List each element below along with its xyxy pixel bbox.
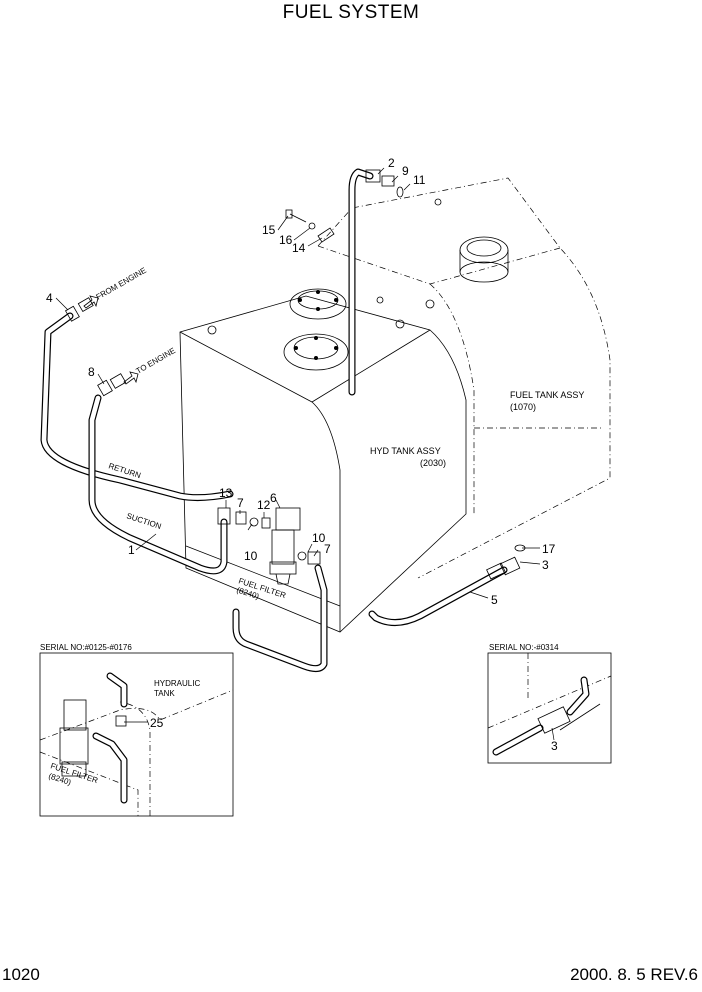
callout-7b: 7 (324, 542, 331, 556)
callout-2: 2 (388, 156, 395, 170)
inset-left-serial: SERIAL NO:#0125-#0176 (40, 643, 132, 652)
from-engine-arrow (83, 295, 99, 309)
callout-11: 11 (413, 173, 426, 187)
page-title: FUEL SYSTEM (282, 2, 420, 23)
fuel-tank-outline (317, 177, 611, 579)
fuel-filler-cap (459, 236, 509, 283)
vent-hose (348, 168, 374, 396)
callout-5: 5 (491, 593, 498, 607)
callout-16: 16 (279, 233, 293, 247)
inset-right-serial: SERIAL NO:-#0314 (489, 643, 559, 652)
callout-10a: 10 (244, 549, 258, 563)
callout-1: 1 (128, 543, 135, 557)
callout-14: 14 (292, 241, 306, 255)
to-engine-arrow (123, 371, 139, 385)
inset-right-callout-3: 3 (551, 739, 558, 753)
hyd-tank-label: HYD TANK ASSY (370, 446, 441, 456)
fuel-tank-label: FUEL TANK ASSY (510, 390, 584, 400)
page-number: 1020 (2, 965, 40, 984)
fitting-8 (97, 373, 127, 397)
callout-9: 9 (402, 164, 409, 178)
inset-left (39, 652, 234, 817)
revision-date: 2000. 8. 5 REV.6 (570, 965, 698, 984)
inset-left-tank-1: HYDRAULIC (154, 679, 200, 688)
inset-left-tank-2: TANK (154, 689, 175, 698)
filter-hose (232, 564, 328, 673)
callout-13: 13 (219, 486, 233, 500)
suction-hose (88, 394, 228, 575)
fitting-4 (64, 297, 94, 322)
fuel-filter (269, 529, 297, 585)
callout-17: 17 (542, 542, 556, 556)
fuel-tank-hose (368, 566, 508, 626)
hyd-tank-ref: (2030) (420, 458, 446, 468)
fitting-10-7 (297, 551, 321, 565)
callout-3: 3 (542, 558, 549, 572)
inset-right (487, 652, 612, 764)
callout-7a: 7 (237, 496, 244, 510)
suction-label: SUCTION (125, 511, 162, 531)
callout-6: 6 (270, 491, 277, 505)
callout-10b: 10 (312, 531, 326, 545)
inset-left-callout-25: 25 (150, 716, 164, 730)
leader-lines (55, 167, 541, 599)
bolt-15-16-14 (285, 209, 335, 243)
tank-bolts (207, 198, 442, 335)
hyd-tank-cover-front (283, 333, 349, 371)
callout-12: 12 (257, 498, 271, 512)
fuel-tank-ref: (1070) (510, 402, 536, 412)
callout-15: 15 (262, 223, 276, 237)
to-engine-label: TO ENGINE (135, 346, 177, 376)
hyd-tank-outline (179, 295, 467, 633)
fitting-2-9-11 (365, 169, 404, 198)
from-engine-label: FROM ENGINE (95, 266, 148, 302)
return-hose (40, 312, 234, 502)
callout-8: 8 (88, 365, 95, 379)
hyd-tank-cover-top (289, 288, 347, 320)
callout-4: 4 (46, 291, 53, 305)
